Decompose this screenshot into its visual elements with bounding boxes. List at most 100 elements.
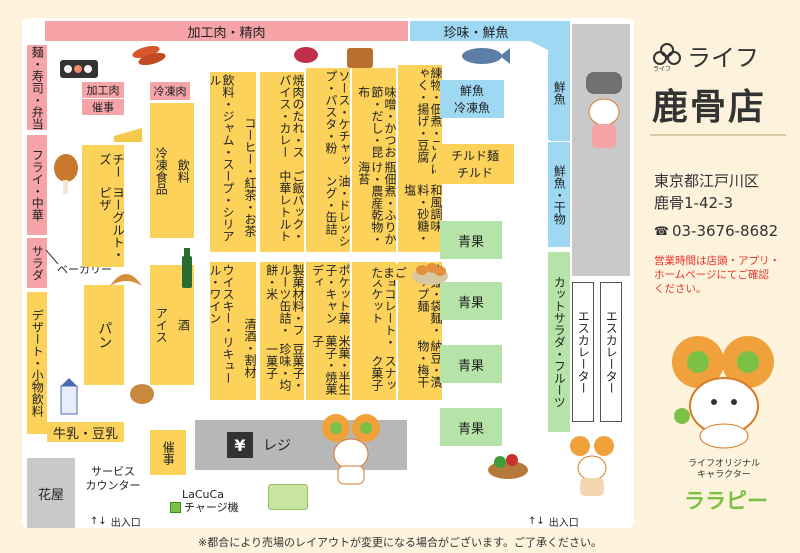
section-label: フライ・中華 [30,149,45,221]
aisle-5-top[interactable]: 味噌・かつお節・だし・昆布 瓶佃煮・ふりかけ・農産乾物・海苔 [352,68,397,252]
service-counter[interactable]: サービス カウンター [78,465,148,501]
section-noodle-sushi-bento[interactable]: 麺・寿司・弁当 [27,45,47,130]
hours-note-line: ください。 [654,283,707,295]
aisle-5-bottom[interactable]: チョコレート・ビスケット スナック菓子 [352,262,397,400]
croissant-icon [110,274,142,286]
aisle-label-b: スナック菓子 [369,355,397,391]
address-line-2: 鹿骨1-42-3 [654,194,733,212]
aisle-4-bottom[interactable]: ポケット菓子・キャンディ 米菓・半生菓子・焼菓子 [306,262,351,400]
section-cut-salad-fruit[interactable]: カットサラダ・フルーツ [548,252,570,432]
section-label: アイス [154,307,169,343]
section-label: 鮮魚・干物 [552,164,567,225]
store-address: 東京都江戸川区 鹿骨1-42-3 [654,170,759,214]
escalator-1[interactable]: エスカレーター [572,282,594,422]
chicken-icon [54,154,78,194]
lacuca-charger[interactable]: LaCuCa チャージ機 [170,488,239,514]
section-salad[interactable]: サラダ [27,238,47,288]
entrance-left[interactable]: ↑↓ 出入口 [90,514,141,529]
caption-line: ライフオリジナル [687,459,760,469]
aisle-4-top[interactable]: ソース・ケチャップ・パスタ・粉 油・ドレッシング・缶詰 [306,68,351,252]
section-chilled[interactable]: チルド麺 チルド [436,144,514,184]
aisle-2-top[interactable]: コーヒー・紅茶・お茶 [234,72,257,252]
caption-line: キャラクター [697,470,751,480]
section-ice[interactable]: アイス [150,265,172,385]
character-caption: ライフオリジナル キャラクター [676,459,772,481]
aisle-label-a: 焼肉のたれ・スパイス・カレー [277,74,305,158]
aisle-label-b: 瓶佃煮・ふりかけ・農産乾物・海苔 [356,160,397,245]
entrance-arrows-icon: ↑↓ [528,516,545,527]
section-bread[interactable]: パン [84,285,124,385]
section-frozen-fish[interactable]: 鮮魚 冷凍魚 [440,80,504,118]
phone-icon: ☎ [654,224,669,238]
section-dessert-drinks[interactable]: デザート・小物飲料 [27,292,47,434]
aisle-3-bottom[interactable]: 製菓材料・フルーツ缶詰・餅・米 豆菓子・珍味・均一菓子 [260,262,305,400]
section-label: 冷凍肉 [153,85,187,98]
aisle-label: 清酒・割材 [243,318,257,378]
aisle-1-top[interactable]: 飲料・ジャム・スープ・シリアル [207,72,235,252]
aisle-1-bottom[interactable]: ウイスキー・リキュール・ワイン [208,262,235,400]
section-label: 花屋 [37,487,64,503]
section-processed-meat-small[interactable]: 加工肉 [82,82,124,98]
aisle-label-a: ポケット菓子・キャンディ [310,264,351,324]
brand-small: ライフ [653,66,672,73]
section-label: 青果 [457,234,484,250]
brand-name: ライフ [687,44,759,72]
section-label: 青果 [457,358,484,374]
miso-icon [347,48,373,68]
section-event-small[interactable]: 催事 [82,99,124,115]
section-label-cheese: チーズ [96,153,125,178]
phone-number: 03-3676-8682 [671,222,779,240]
section-label: デザート・小物飲料 [30,309,45,417]
section-produce-3[interactable]: 青果 [440,345,502,383]
section-produce-1[interactable]: 青果 [440,221,502,259]
section-delicacy-fish[interactable]: 珍味・鮮魚 [410,21,542,41]
escalator-label: エスカレーター [604,310,619,394]
register-label: レジ [263,438,291,454]
section-frozen-food[interactable]: 冷凍食品 [150,103,172,238]
section-flower-shop[interactable]: 花屋 [27,458,75,528]
section-label: 青果 [457,295,484,311]
section-label: 冷凍魚 [453,101,490,115]
section-produce-2[interactable]: 青果 [440,282,502,320]
character-name: ララピー [684,489,768,513]
section-label: 飲料 [176,158,191,183]
aisle-label-a: 味噌・かつお節・だし・昆布 [356,86,397,158]
entrance-right[interactable]: ↑↓ 出入口 [528,514,579,529]
section-event[interactable]: 催事 [150,430,186,475]
section-fry-chinese[interactable]: フライ・中華 [27,135,47,235]
aisle-label: コーヒー・紅茶・お茶 [243,117,257,237]
back-area [572,24,630,276]
aisle-label: 飲料・ジャム・スープ・シリアル [207,74,235,242]
section-fresh-fish[interactable]: 鮮魚 [548,45,570,140]
section-cheese-yogurt[interactable]: チーズ ヨーグルト・ピザ [82,145,125,267]
lalapi-chef-icon [570,436,614,496]
section-liquor[interactable]: 酒 [172,265,194,385]
section-label: サラダ [30,245,45,281]
section-label: パン [96,321,113,349]
section-processed-meat[interactable]: 加工肉・精肉 [45,21,408,41]
vegetable-basket-icon [488,454,528,479]
section-label: 催事 [161,440,176,465]
section-milk-soymilk[interactable]: 牛乳・豆乳 [47,422,124,442]
bread-icon [130,384,154,404]
section-fish-dried[interactable]: 鮮魚・干物 [548,142,570,247]
meat-icon [294,47,318,63]
section-frozen-meat[interactable]: 冷凍肉 [150,82,190,100]
section-label: 青果 [457,421,484,437]
section-eggs[interactable]: たまご [371,264,407,280]
escalator-2[interactable]: エスカレーター [600,282,622,422]
section-drinks[interactable]: 飲料 [172,103,194,238]
lalapi-large-icon [672,336,774,449]
sushi-icon [60,60,98,78]
store-phone[interactable]: ☎ 03-3676-8682 [654,222,778,240]
section-label: カットサラダ・フルーツ [552,276,567,408]
aisle-3-top[interactable]: 焼肉のたれ・スパイス・カレー ご飯パック・中華レトルト [260,72,305,252]
life-clover-icon [653,42,681,65]
aisle-2-bottom[interactable]: 清酒・割材 [234,262,257,400]
section-label: チルド麺 [450,149,499,163]
lacuca-label-1: LaCuCa [182,488,224,501]
aisle-label-b: 豆菓子・珍味・均一菓子 [264,342,305,391]
section-produce-4[interactable]: 青果 [440,408,502,446]
store-name: 鹿骨店 [652,87,767,128]
section-label: 牛乳・豆乳 [52,426,118,442]
